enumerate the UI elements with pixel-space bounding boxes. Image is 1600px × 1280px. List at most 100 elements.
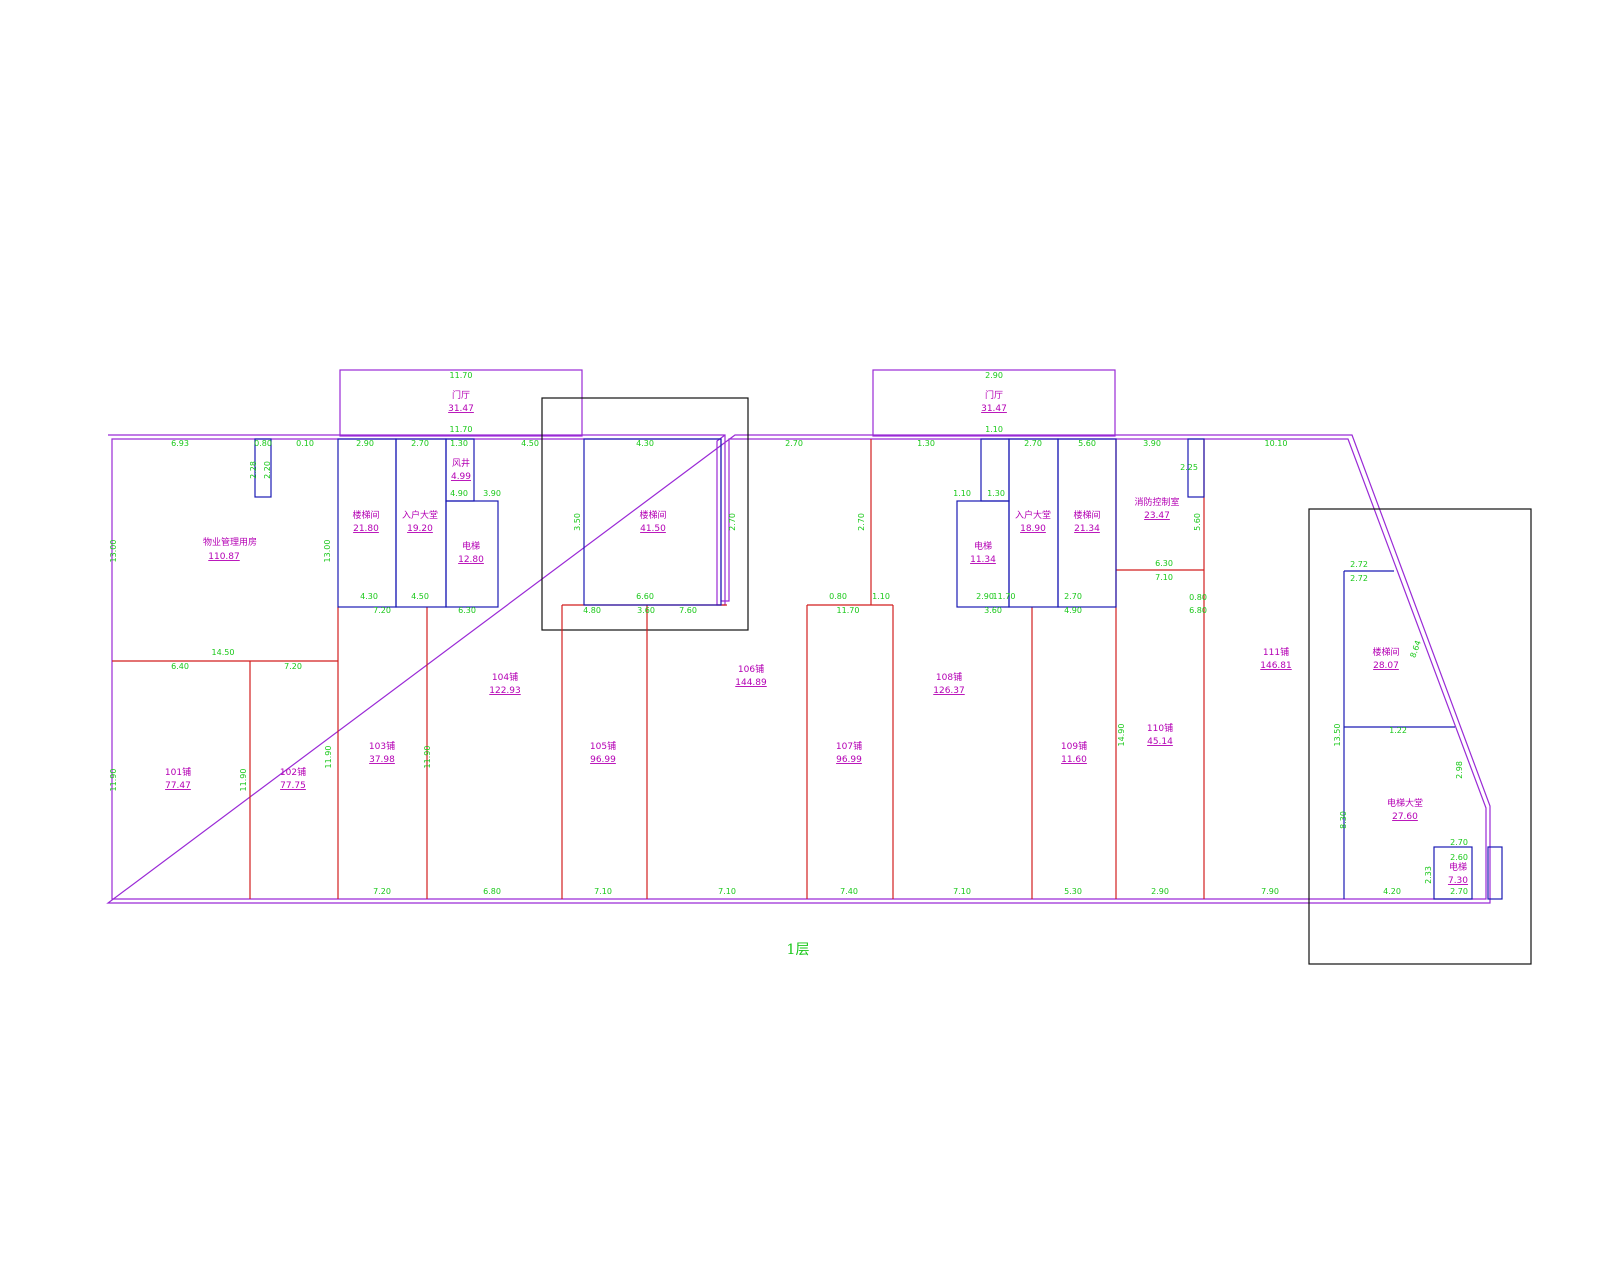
svg-text:109铺: 109铺 — [1061, 740, 1087, 752]
dimension-label: 0.10 — [296, 439, 314, 448]
svg-text:电梯: 电梯 — [974, 540, 992, 552]
svg-text:105铺: 105铺 — [590, 740, 616, 752]
dimension-label: 11.90 — [239, 769, 248, 792]
dimension-label: 11.70 — [837, 606, 860, 615]
svg-text:28.07: 28.07 — [1373, 661, 1399, 671]
shop-partitions — [112, 439, 1205, 899]
dimension-label: 3.50 — [573, 513, 582, 531]
dimension-label: 2.90 — [976, 592, 994, 601]
dimension-label: 11.70 — [450, 425, 473, 434]
dimension-label: 5.60 — [1193, 513, 1202, 531]
room-label-fire: 消防控制室 23.47 — [1134, 496, 1179, 521]
svg-text:电梯大堂: 电梯大堂 — [1387, 797, 1423, 809]
room-label-office: 物业管理用房 110.87 — [203, 536, 257, 562]
dimension-label: 4.30 — [360, 592, 378, 601]
dimension-label: 5.60 — [1078, 439, 1096, 448]
dimension-label: 13.00 — [323, 540, 332, 563]
dimension-label: 4.90 — [1064, 606, 1082, 615]
dimension-label: 7.60 — [679, 606, 697, 615]
svg-text:4.99: 4.99 — [451, 472, 471, 482]
svg-text:107铺: 107铺 — [836, 740, 862, 752]
svg-text:23.47: 23.47 — [1144, 511, 1170, 521]
svg-text:41.50: 41.50 — [640, 524, 666, 534]
svg-text:27.60: 27.60 — [1392, 812, 1418, 822]
svg-text:楼梯间: 楼梯间 — [639, 509, 666, 521]
dimension-label: 2.70 — [1064, 592, 1082, 601]
dimension-label: 3.60 — [637, 606, 655, 615]
svg-text:31.47: 31.47 — [981, 404, 1007, 414]
svg-text:104铺: 104铺 — [492, 671, 518, 683]
dimension-label: 8.64 — [1408, 639, 1423, 659]
dimension-label: 7.40 — [840, 887, 858, 896]
dimension-label: 7.10 — [594, 887, 612, 896]
dimension-label: 5.30 — [1064, 887, 1082, 896]
svg-text:电梯: 电梯 — [462, 540, 480, 552]
dimension-label: 14.90 — [1117, 724, 1126, 747]
svg-text:110.87: 110.87 — [208, 552, 240, 562]
dimension-label: 2.70 — [728, 513, 737, 531]
svg-text:物业管理用房: 物业管理用房 — [203, 536, 257, 548]
dimension-label: 4.50 — [411, 592, 429, 601]
svg-text:门厅: 门厅 — [985, 389, 1003, 401]
svg-text:楼梯间: 楼梯间 — [1372, 646, 1399, 658]
dimension-label: 13.00 — [109, 540, 118, 563]
dimension-label: 1.30 — [917, 439, 935, 448]
svg-text:122.93: 122.93 — [489, 686, 521, 696]
dimension-label: 2.90 — [985, 371, 1003, 380]
dimension-label: 4.20 — [1383, 887, 1401, 896]
dimension-label: 11.90 — [423, 746, 432, 769]
svg-text:入户大堂: 入户大堂 — [402, 509, 438, 521]
dimension-label: 1.22 — [1389, 726, 1407, 735]
dimension-label: 4.30 — [636, 439, 654, 448]
svg-text:31.47: 31.47 — [448, 404, 474, 414]
dimension-label: 1.10 — [953, 489, 971, 498]
svg-text:106铺: 106铺 — [738, 663, 764, 675]
room-label-stair4: 楼梯间 28.07 — [1372, 646, 1399, 671]
dimension-label: 4.90 — [450, 489, 468, 498]
svg-text:楼梯间: 楼梯间 — [352, 509, 379, 521]
dimension-label: 1.10 — [985, 425, 1003, 434]
dimension-label: 0.80 — [1189, 593, 1207, 602]
dimension-label: 14.50 — [212, 648, 235, 657]
dimension-label: 7.20 — [284, 662, 302, 671]
dimension-label: 2.70 — [1450, 887, 1468, 896]
dimension-label: 3.90 — [483, 489, 501, 498]
top-protrusions — [339, 369, 1116, 437]
svg-text:18.90: 18.90 — [1020, 524, 1046, 534]
room-label-bath1: 风井4.99 — [451, 457, 471, 482]
room-label-lift3: 电梯7.30 — [1448, 861, 1468, 886]
svg-text:消防控制室: 消防控制室 — [1134, 496, 1179, 508]
svg-text:21.34: 21.34 — [1074, 524, 1100, 534]
svg-text:111铺: 111铺 — [1263, 646, 1289, 658]
svg-text:37.98: 37.98 — [369, 755, 395, 765]
room-label-104: 104铺 122.93 — [489, 671, 521, 696]
dimension-label: 2.33 — [1424, 866, 1433, 884]
dimension-label: 2.90 — [356, 439, 374, 448]
dimension-label: 1.30 — [987, 489, 1005, 498]
dimension-label: 4.50 — [521, 439, 539, 448]
dimension-label: 2.90 — [1151, 887, 1169, 896]
dimension-label: 0.80 — [254, 439, 272, 448]
dimension-label: 0.80 — [829, 592, 847, 601]
dimension-label: 2.98 — [1455, 761, 1464, 779]
dimension-label: 2.20 — [263, 461, 272, 479]
room-label-hall3: 电梯大堂 27.60 — [1387, 797, 1423, 822]
dimension-label: 2.72 — [1350, 574, 1368, 583]
room-label-trans2: 门厅 31.47 — [981, 389, 1007, 414]
floor-label: 1层 — [787, 942, 810, 958]
dimension-label: 7.10 — [953, 887, 971, 896]
